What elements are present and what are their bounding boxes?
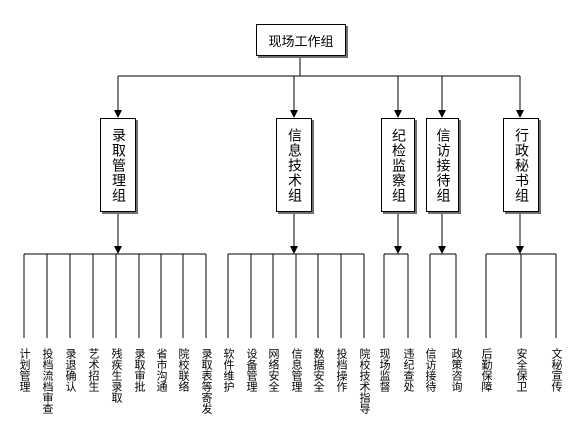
leaf-item: 政策咨询 [450,348,463,392]
leaf-item: 录退确认 [64,348,77,392]
group-discipline-inspection: 纪检监察组 [381,118,415,212]
leaf-item: 录取表等寄发 [200,348,213,414]
group-administrative-secretariat: 行政秘书组 [503,118,539,212]
leaf-item: 信息管理 [290,348,303,392]
group-label: 纪检监察组 [390,127,406,203]
arrowhead-bus-1 [114,246,122,254]
leaf-item: 录取审批 [133,348,146,392]
leaf-item: 残疾生录取 [110,348,123,403]
arrowhead-group-3 [394,110,402,118]
leaf-item: 数据安全 [312,348,325,392]
root-label: 现场工作组 [268,34,334,50]
leaf-item: 违纪查处 [402,348,415,392]
arrowhead-bus-3 [394,246,402,254]
leaf-item: 计划管理 [18,348,31,392]
arrowhead-group-2 [290,110,298,118]
leaf-item: 投档流档审查 [41,348,54,414]
arrowhead-bus-4 [438,246,446,254]
leaf-item: 安全保卫 [515,348,528,392]
group-label: 录取管理组 [110,127,126,203]
leaf-item: 投档操作 [335,348,348,392]
root-node: 现场工作组 [256,24,346,56]
leaf-item: 软件维护 [222,348,235,392]
group-label: 行政秘书组 [513,127,529,203]
arrowhead-bus-5 [516,246,524,254]
leaf-item: 院校技术指导 [358,348,371,414]
leaf-item: 院校联络 [177,348,190,392]
leaf-item: 后勤保障 [480,348,493,392]
leaf-item: 设备管理 [245,348,258,392]
arrowhead-group-5 [516,110,524,118]
group-label: 信访接待组 [434,127,451,203]
group-label: 信息技术组 [286,127,302,203]
arrowhead-group-4 [438,110,446,118]
group-admissions-management: 录取管理组 [100,118,136,212]
leaf-drop-lines [23,254,557,338]
leaf-item: 现场监督 [378,348,391,392]
leaf-item: 省市沟通 [155,348,168,392]
leaf-item: 文秘宣传 [550,348,563,392]
arrowhead-group-1 [114,110,122,118]
group-petition-reception: 信访接待组 [426,118,459,212]
leaf-item: 艺术招生 [87,348,100,392]
group-information-technology: 信息技术组 [276,118,312,212]
arrowhead-bus-2 [290,246,298,254]
leaf-item: 网络安全 [267,348,280,392]
leaf-item: 信访接待 [424,348,437,392]
